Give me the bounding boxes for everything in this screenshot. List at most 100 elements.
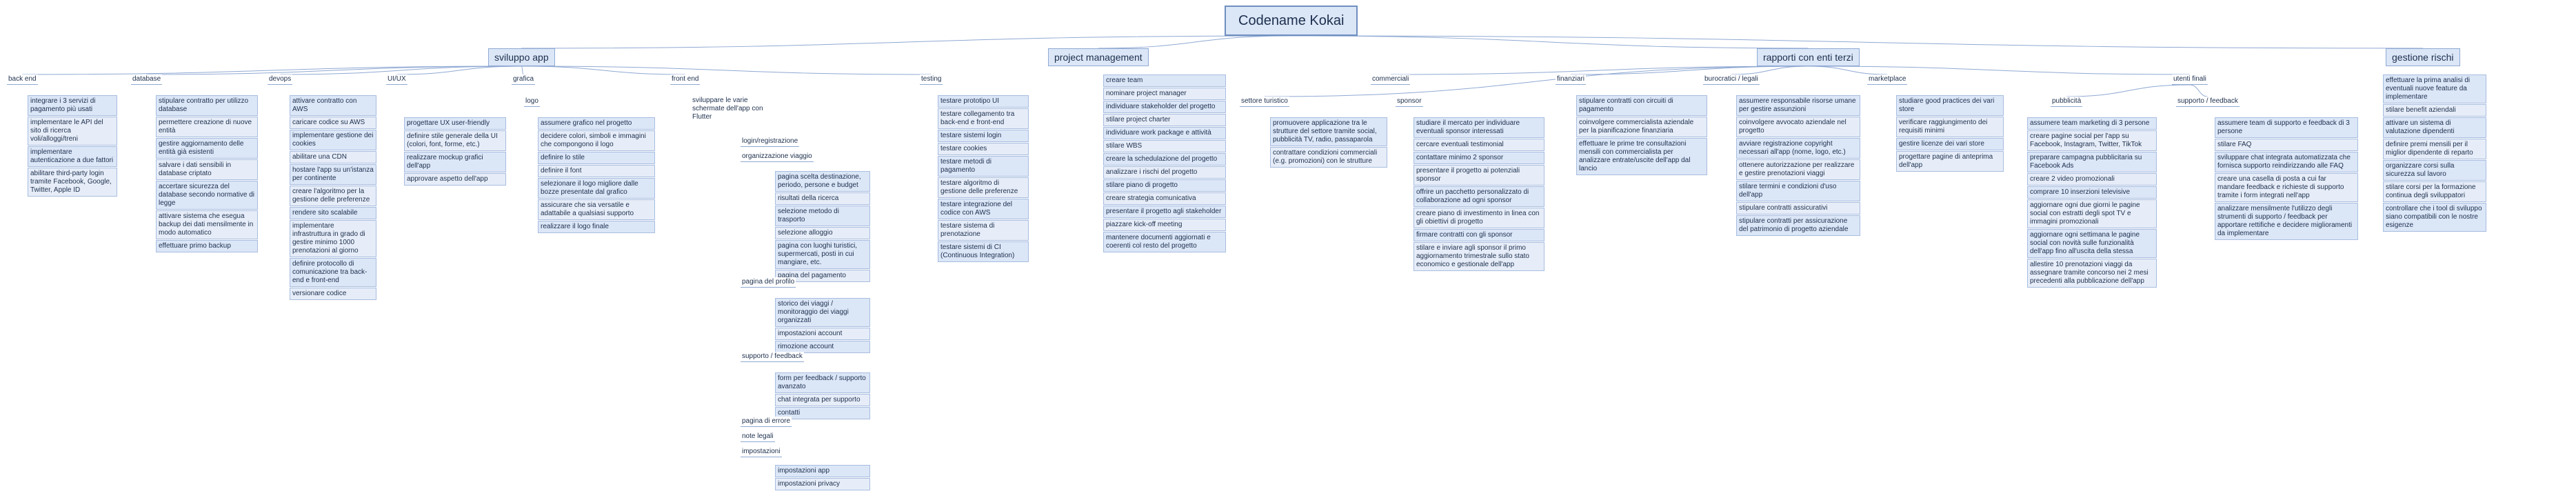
commerciali-sponsor[interactable]: sponsor [1396,97,1423,107]
list-item: integrare i 3 servizi di pagamento più u… [28,95,117,116]
list-item: effettuare le prime tre consultazioni me… [1576,138,1707,175]
list-item: testare integrazione del codice con AWS [938,199,1029,219]
list-item: nominare project manager [1103,88,1226,100]
list-item: effettuare primo backup [156,240,258,252]
branch-project-management[interactable]: project management [1048,48,1149,66]
list-item: implementare gestione dei cookies [290,130,376,150]
list-item: selezione metodo di trasporto [775,206,870,226]
branch-burocratici-legali[interactable]: burocratici / legali [1703,74,1760,85]
branch-gestione-rischi[interactable]: gestione rischi [2386,48,2460,66]
front-end-group[interactable]: pagina del profilo [741,277,796,288]
list-item: testare sistemi di CI (Continuous Integr… [938,241,1029,262]
list-item: testare cookies [938,143,1029,155]
branch-finanziari[interactable]: finanziari [1556,74,1587,85]
branch-utenti-finali[interactable]: utenti finali [2172,74,2208,85]
front-end-group[interactable]: note legali [741,432,775,442]
branch-uiux[interactable]: UI/UX [386,74,407,85]
list-item: testare metodi di pagamento [938,156,1029,177]
list-item: contatti [775,407,870,419]
front-end-group[interactable]: pagina di errore [741,417,792,427]
list-item: aggiornare ogni settimana le pagine soci… [2027,229,2157,258]
list-item: analizzare mensilmente l'utilizzo degli … [2215,203,2358,240]
branch-commerciali[interactable]: commerciali [1371,74,1411,85]
branch-link [1731,66,1809,75]
list-item: coinvolgere commercialista aziendale per… [1576,117,1707,137]
supporto-items: assumere team di supporto e feedback di … [2215,117,2358,241]
list-item: stipulare contratti con circuiti di paga… [1576,95,1707,116]
list-item: allestire 10 prenotazioni viaggi da asse… [2027,259,2157,288]
list-item: creare 2 video promozionali [2027,173,2157,186]
list-item: creare l'algoritmo per la gestione delle… [290,186,376,206]
branch-link [521,66,685,75]
sponsor-items: studiare il mercato per individuare even… [1413,117,1544,272]
list-item: abilitare third-party login tramite Face… [28,168,117,197]
list-item: caricare codice su AWS [290,117,376,129]
list-item: testare collegamento tra back-end e fron… [938,108,1029,129]
list-item: testare algoritmo di gestione delle pref… [938,177,1029,198]
list-item: creare la schedulazione del progetto [1103,153,1226,166]
branch-marketplace[interactable]: marketplace [1867,74,1908,85]
list-item: preparare campagna pubblicitaria su Face… [2027,152,2157,172]
branch-pubblicita[interactable]: pubblicità [2051,97,2083,107]
branch-link [1571,66,1809,75]
list-item: ottenere autorizzazione per realizzare e… [1736,159,1860,180]
branch-link [521,66,932,75]
front-end-group[interactable]: login/registrazione [741,137,800,147]
list-item: abilitare una CDN [290,151,376,163]
list-item: assumere team di supporto e feedback di … [2215,117,2358,138]
list-item: comprare 10 inserzioni televisive [2027,186,2157,199]
grafica-logo[interactable]: logo [524,97,540,107]
list-item: implementare le API del sito di ricerca … [28,117,117,146]
root-node[interactable]: Codename Kokai [1225,6,1358,36]
branch-settore-turistico[interactable]: settore turistico [1240,97,1289,107]
list-item: creare piano di investimento in linea co… [1413,208,1544,228]
branch-supporto-feedback[interactable]: supporto / feedback [2176,97,2240,107]
list-item: coinvolgere avvocato aziendale nel proge… [1736,117,1860,137]
branch-grafica[interactable]: grafica [512,74,536,85]
list-item: stilare piano di progetto [1103,179,1226,192]
list-item: impostazioni app [775,465,870,477]
branch-database[interactable]: database [131,74,163,85]
legali-items: assumere responsabile risorse umane per … [1736,95,1860,237]
turistico-items: promuovere applicazione tra le strutture… [1270,117,1387,168]
branch-back-end[interactable]: back end [7,74,38,85]
list-item: rimozione account [775,341,870,353]
branch-link [1264,66,1809,97]
list-item: attivare un sistema di valutazione dipen… [2383,117,2486,138]
branch-testing[interactable]: testing [920,74,943,85]
list-item: testare sistemi login [938,130,1029,142]
root-link [1098,35,1291,49]
list-item: permettere creazione di nuove entità [156,117,258,137]
list-item: individuare work package e attività [1103,127,1226,139]
list-item: progettare pagine di anteprima dell'app [1896,151,2004,172]
branch-link [146,66,522,75]
branch-link [2066,84,2190,97]
root-link [1291,35,2423,49]
front-end-group[interactable]: organizzazione viaggio [741,152,814,162]
branch-link [1808,66,2190,75]
branch-sviluppo[interactable]: sviluppo app [488,48,555,66]
branch-rapporti[interactable]: rapporti con enti terzi [1757,48,1860,66]
list-item: contattare minimo 2 sponsor [1413,152,1544,164]
front-end-lead: sviluppare le varie schermate dell'app c… [692,97,763,121]
list-item: offrire un pacchetto personalizzato di c… [1413,186,1544,207]
list-item: selezionare il logo migliore dalle bozze… [538,178,655,199]
list-item: promuovere applicazione tra le strutture… [1270,117,1387,146]
list-item: assicurare che sia versatile e adattabil… [538,199,655,220]
list-item: definire lo stile [538,152,655,164]
front-end-group[interactable]: supporto / feedback [741,352,804,362]
list-item: definire premi mensili per il miglior di… [2383,139,2486,159]
list-item: salvare i dati sensibili in database cri… [156,159,258,180]
branch-devops[interactable]: devops [268,74,293,85]
branch-front-end[interactable]: front end [670,74,701,85]
list-item: definire stile generale della UI (colori… [404,130,506,151]
front-end-group[interactable]: impostazioni [741,447,782,457]
list-item: presentare il progetto ai potenziali spo… [1413,165,1544,186]
